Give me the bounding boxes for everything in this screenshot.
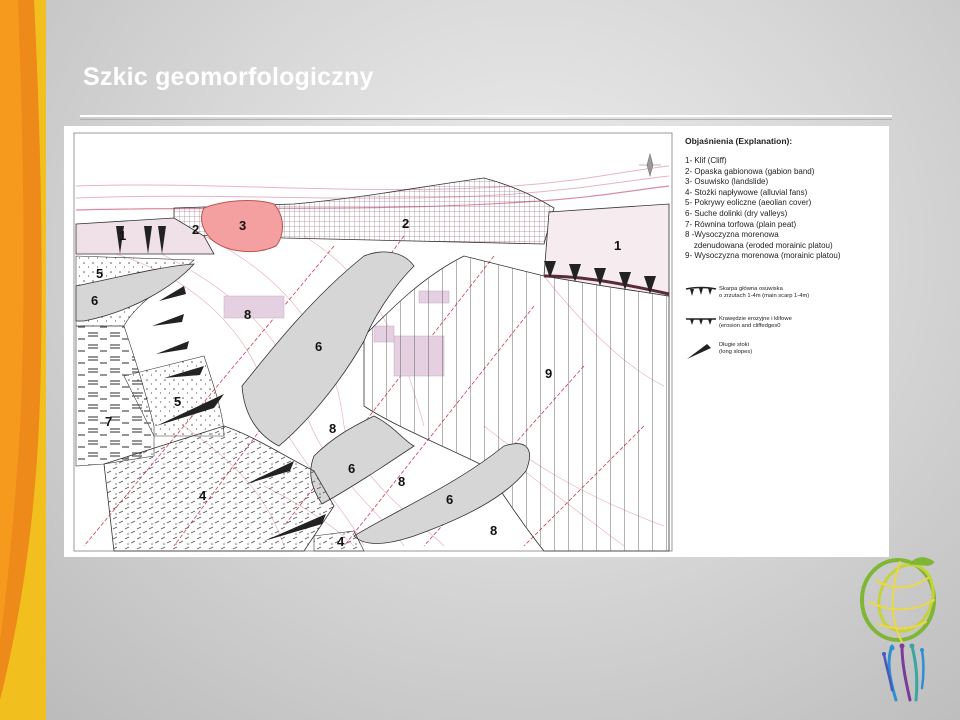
zone-label-9: 9 [545, 366, 552, 381]
zone-label-6b: 6 [315, 339, 322, 354]
legend-symbol-label: o zrzutach 1-4m (main scarp 1-4m) [719, 293, 810, 299]
zone-label-2b: 2 [402, 216, 409, 231]
legend-item: 6- Suche dolinki (dry valleys) [685, 208, 788, 218]
zone-label-1b: 1 [614, 238, 621, 253]
legend-item: 5- Pokrywy eoliczne (aeolian cover) [685, 198, 812, 208]
legend-item: 9- Wysoczyzna morenowa (morainic platou) [685, 251, 841, 261]
title-divider-shadow [80, 119, 892, 120]
zone-label-1a: 1 [119, 228, 126, 243]
legend-symbol-main-scarp: Skarpa główna osuwiska o zrzutach 1-4m (… [685, 286, 875, 305]
legend-symbol-long-slopes: Długie stoki (long slopes) [685, 342, 875, 365]
legend-item: 2- Opaska gabionowa (gabion band) [685, 166, 815, 176]
legend-item: 3- Osuwisko (landslide) [685, 177, 769, 187]
zone-label-6c: 6 [348, 461, 355, 476]
main-scarp-symbol-icon [685, 286, 717, 296]
geomorphological-map: 1 1 2 2 3 4 4 5 5 6 6 6 6 7 8 8 8 8 9 Ob… [64, 126, 889, 557]
long-slope-symbol-icon [687, 344, 711, 359]
zone-label-3: 3 [239, 218, 246, 233]
legend-item: zdenudowana (eroded morainic platou) [685, 240, 833, 250]
legend-title: Objaśnienia (Explanation): [685, 136, 793, 146]
zone-label-4a: 4 [199, 488, 207, 503]
slide-title: Szkic geomorfologiczny [83, 63, 374, 91]
legend-symbol-label: Długie stoki [719, 342, 749, 348]
zone-label-8c: 8 [398, 474, 405, 489]
zone-label-5a: 5 [96, 266, 103, 281]
zone-label-7: 7 [105, 414, 112, 429]
left-decorative-stripe [0, 0, 46, 720]
legend-symbol-label: (long slopes) [719, 349, 753, 355]
map-legend: Objaśnienia (Explanation): 1- Klif (Clif… [684, 136, 884, 359]
zone-label-6d: 6 [446, 492, 453, 507]
zone-label-8d: 8 [490, 523, 497, 538]
legend-item: 1- Klif (Cliff) [685, 156, 727, 165]
zone-label-2a: 2 [192, 222, 199, 237]
zone-label-6a: 6 [91, 293, 98, 308]
legend-item: 7- Równina torfowa (plain peat) [685, 219, 797, 229]
map-drawing: 1 1 2 2 3 4 4 5 5 6 6 6 6 7 8 8 8 8 9 [73, 132, 673, 552]
organization-logo [856, 550, 946, 710]
legend-symbol-label: (erosion and cliffedges0 [719, 323, 781, 329]
legend-item: 4- Stożki napływowe (alluvial fans) [685, 187, 808, 197]
legend-symbol-label: Skarpa główna osuwiska [719, 286, 783, 292]
legend-symbol-erosion-edges: Krawędzie erozyjne i klifowe (erosion an… [685, 316, 875, 335]
legend-symbol-label: Krawędzie erozyjne i klifowe [719, 316, 792, 322]
zone-label-5b: 5 [174, 394, 181, 409]
zone-label-8b: 8 [329, 421, 336, 436]
legend-item: 8 -Wysoczyzna morenowa [685, 230, 779, 240]
title-divider [80, 115, 892, 117]
zone-label-4b: 4 [337, 534, 345, 549]
erosion-edge-symbol-icon [686, 318, 716, 325]
zone-label-8a: 8 [244, 307, 251, 322]
